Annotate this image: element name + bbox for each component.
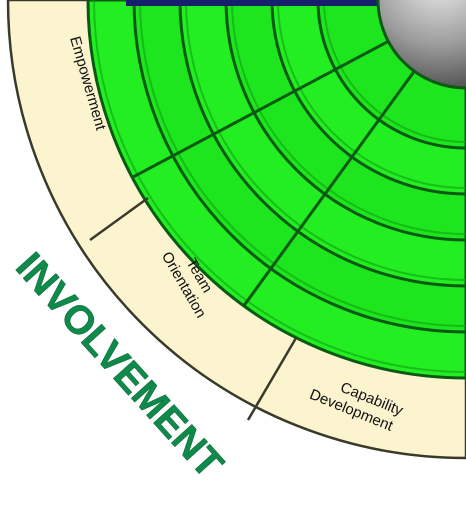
ring-shade-6	[323, 0, 466, 143]
ring-shade-1	[93, 0, 466, 373]
ring-shade-5	[277, 0, 466, 189]
band-divider-1	[89, 196, 149, 242]
ring-shade-4	[231, 0, 466, 235]
ring-dividers	[131, 39, 416, 307]
ring-shade-2	[139, 0, 466, 327]
band-divider-2	[246, 337, 298, 421]
ring-divider-2	[131, 39, 390, 179]
ring-shade-3	[185, 0, 466, 281]
ring-divider-1	[242, 70, 416, 307]
top-bar	[126, 0, 380, 6]
center-hub	[376, 0, 466, 90]
